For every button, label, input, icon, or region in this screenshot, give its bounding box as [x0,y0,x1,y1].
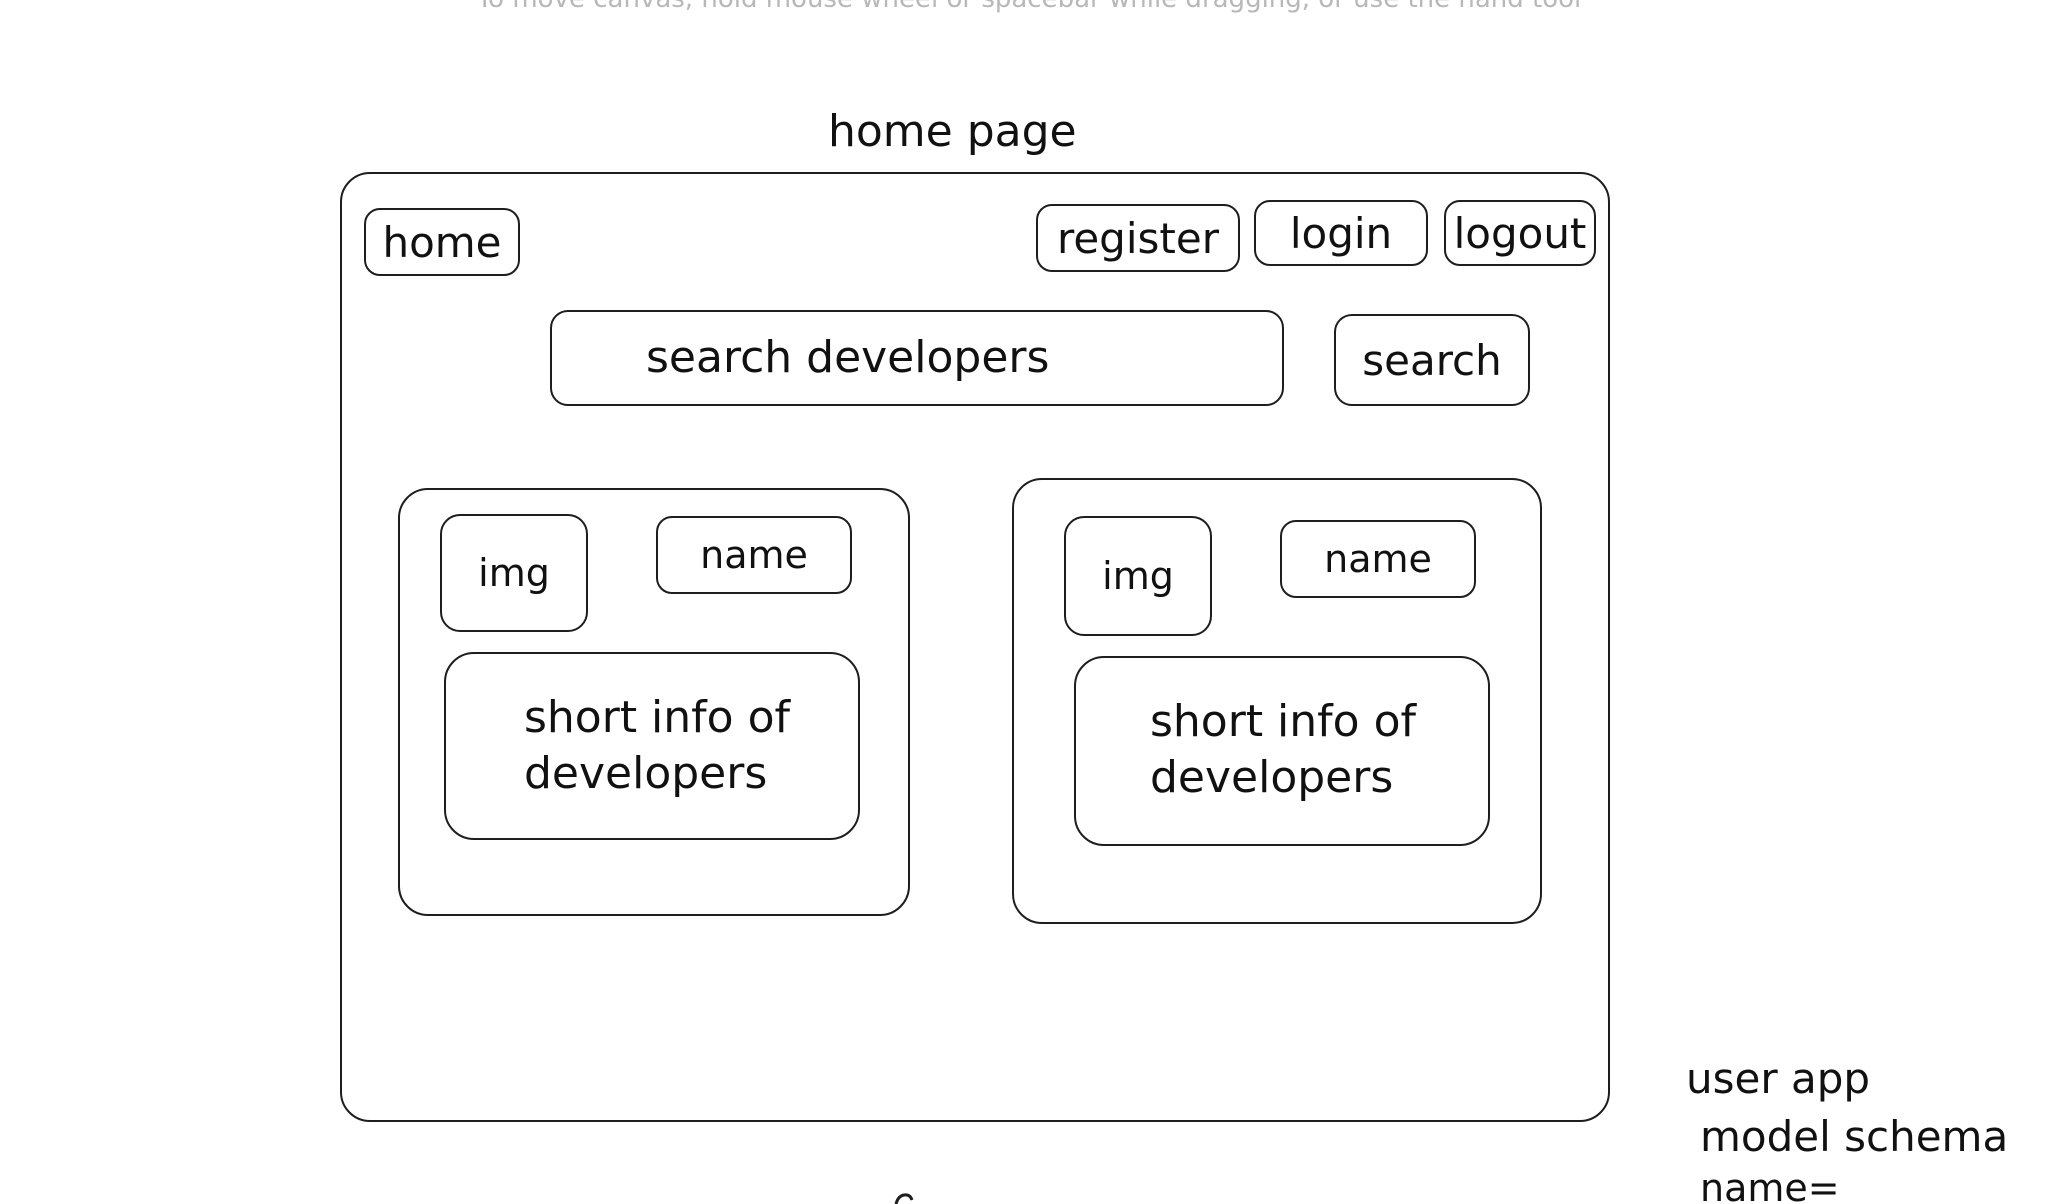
note-user-app: user app [1686,1054,1871,1103]
home-nav-label: home [382,217,502,267]
logout-nav-button[interactable]: logout [1444,200,1596,266]
img-label: img [478,551,550,595]
note-model-schema: model schema [1700,1112,2009,1161]
name-label: name [700,533,808,577]
partial-sketch-mark [894,1193,914,1204]
login-nav-button[interactable]: login [1254,200,1428,266]
developer-img-placeholder: img [1064,516,1212,636]
info-line-1: short info of [1150,696,1416,747]
note-name-field: name= [1700,1166,1840,1204]
developer-name-box: name [1280,520,1476,598]
canvas-hint-text: To move canvas, hold mouse wheel or spac… [0,0,2058,14]
developer-info-box [444,652,860,840]
search-input-placeholder: search developers [646,332,1050,383]
developer-card[interactable] [398,488,910,916]
img-label: img [1102,554,1174,598]
developer-info-box [1074,656,1490,846]
info-line-2: developers [524,748,768,799]
search-developers-input[interactable]: search developers [550,310,1284,406]
login-nav-label: login [1289,208,1393,258]
developer-info-text: short info of developers [1150,694,1416,806]
name-label: name [1324,537,1432,581]
logout-nav-label: logout [1453,208,1587,258]
register-nav-label: register [1057,213,1219,263]
search-button-label: search [1362,335,1502,385]
search-button[interactable]: search [1334,314,1530,406]
frame-title: home page [828,106,1077,157]
info-line-1: short info of [524,692,790,743]
developer-card[interactable] [1012,478,1542,924]
developer-img-placeholder: img [440,514,588,632]
info-line-2: developers [1150,752,1394,803]
home-nav-button[interactable]: home [364,208,520,276]
developer-info-text: short info of developers [524,690,790,802]
developer-name-box: name [656,516,852,594]
home-page-frame [340,172,1610,1122]
register-nav-button[interactable]: register [1036,204,1240,272]
